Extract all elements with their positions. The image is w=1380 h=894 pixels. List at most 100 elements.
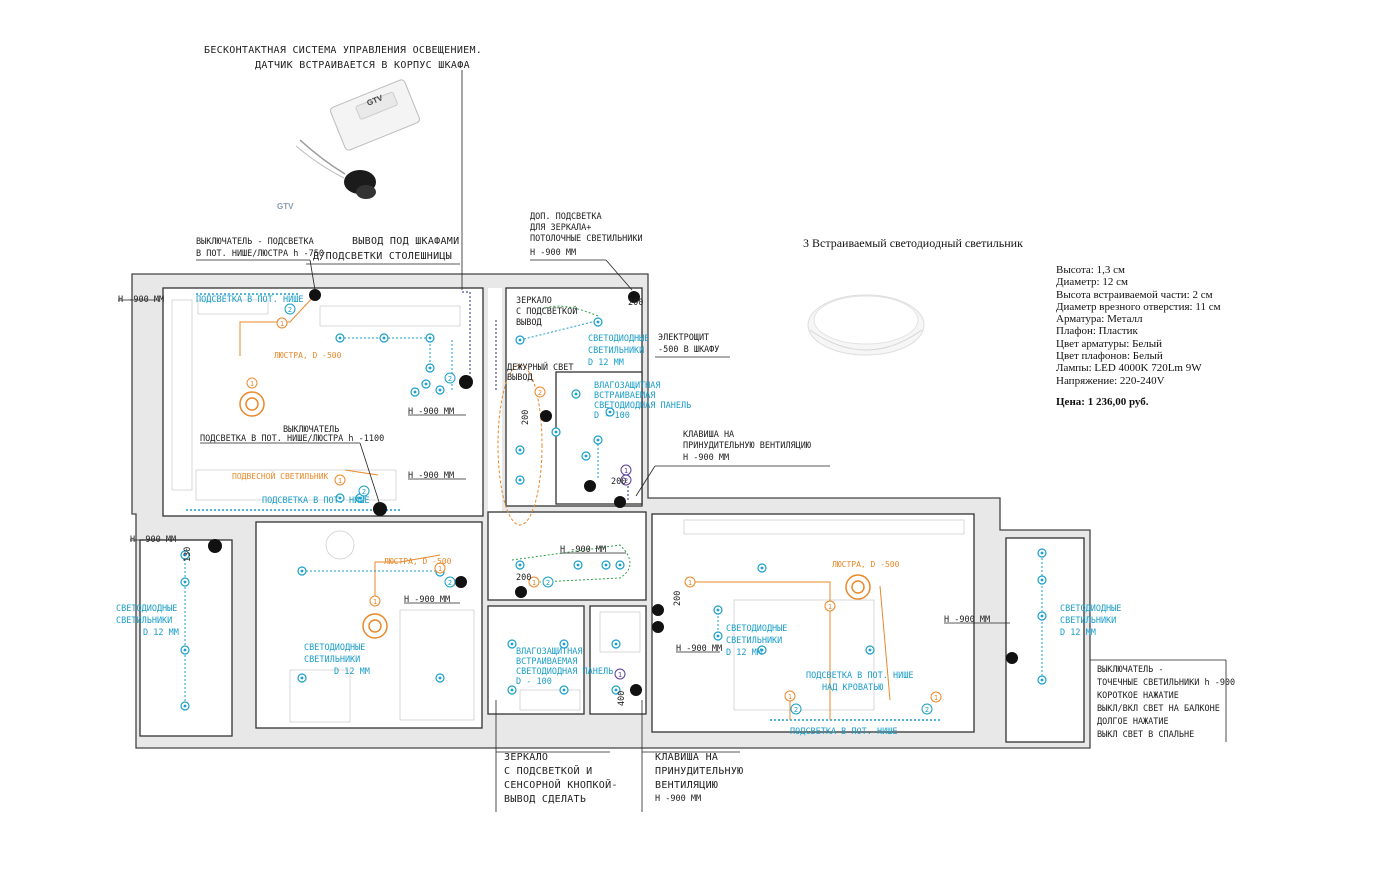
h900-balcony-left: H -900-ММ <box>130 535 176 545</box>
moist-bottom-l2: ВСТРАИВАЕМАЯ <box>516 657 577 667</box>
dim-200-b: 200 <box>521 410 531 425</box>
led-spot-icon <box>571 389 581 399</box>
led-bed-d: D 12 ММ <box>726 648 762 658</box>
led-spot-icon <box>180 701 190 711</box>
led-spot-icon <box>1037 611 1047 621</box>
led-spot-icon <box>757 645 767 655</box>
dim-200-a: 200 <box>628 298 643 308</box>
led-spot-icon <box>335 493 345 503</box>
mirror-top-l2: ДЛЯ ЗЕРКАЛА+ <box>530 223 591 233</box>
sensor-note-line2: ДАТЧИК ВСТРАИВАЕТСЯ В КОРПУС ШКАФА <box>255 60 470 71</box>
svg-text:1: 1 <box>280 320 284 328</box>
svg-text:1: 1 <box>438 565 442 573</box>
svg-text:2: 2 <box>288 306 292 314</box>
led-spot-icon <box>425 333 435 343</box>
spec-line: Цвет арматуры: Белый <box>1056 337 1163 350</box>
balcony-sw-l3: КОРОТКОЕ НАЖАТИЕ <box>1097 691 1179 701</box>
switch-kitchen-l2: ПОДСВЕТКА В ПОТ. НИШЕ/ЛЮСТРА h -1100 <box>200 434 384 444</box>
mirror-top-l4: H -900 ММ <box>530 248 576 258</box>
moist-top-l1: ВЛАГОЗАЩИТНАЯ <box>594 381 661 391</box>
chandelier-bedroom-label: ЛЮСТРА, D -500 <box>832 560 900 569</box>
led-kids-d: D 12 ММ <box>334 667 370 677</box>
h900-bedroom: H -900 ММ <box>676 644 722 654</box>
duty-l2: ВЫВОД <box>507 373 533 383</box>
cabinet-out-l2: Д/ПОДСВЕТКИ СТОЛЕШНИЦЫ <box>313 251 452 262</box>
panel-l2: -500 В ШКАФУ <box>658 345 719 355</box>
vent-bottom-l1: КЛАВИША НА <box>655 752 718 763</box>
led-spot-icon <box>611 685 621 695</box>
mirror-bottom-l2: С ПОДСВЕТКОЙ И <box>504 764 593 777</box>
chandelier-kids-label: ЛЮСТРА, D -500 <box>384 557 452 566</box>
led-spot-icon <box>335 333 345 343</box>
svg-text:2: 2 <box>624 477 628 485</box>
spec-line: Диаметр: 12 см <box>1056 276 1128 289</box>
downlight-photo <box>807 294 925 356</box>
moist-top-d: D - 100 <box>594 411 630 421</box>
furniture-sketch <box>171 299 965 723</box>
led-spot-icon <box>559 685 569 695</box>
svg-text:2: 2 <box>794 706 798 714</box>
led-balcony-r-l1: СВЕТОДИОДНЫЕ <box>1060 604 1121 614</box>
led-spot-icon <box>297 566 307 576</box>
svg-text:1: 1 <box>624 467 628 475</box>
svg-text:1: 1 <box>688 579 692 587</box>
led-balcony-l-d: D 12 ММ <box>143 628 179 638</box>
balcony-sw-l2: ТОЧЕЧНЫЕ СВЕТИЛЬНИКИ h -900 <box>1097 678 1235 688</box>
markers-violet <box>614 464 632 680</box>
dim-200-c: 200 <box>611 477 626 487</box>
led-balcony-r-d: D 12 ММ <box>1060 628 1096 638</box>
led-spot-icon <box>615 560 625 570</box>
dim-200-d: 200 <box>516 573 531 583</box>
cabinet-out-l1: ВЫВОД ПОД ШКАФАМИ <box>352 236 459 247</box>
led-spot-icon <box>507 639 517 649</box>
vent-bottom-l2: ПРИНУДИТЕЛЬНУЮ <box>655 766 744 777</box>
moist-bottom-l3: СВЕТОДИОДНАЯ ПАНЕЛЬ <box>516 667 613 677</box>
spec-line: Цвет плафонов: Белый <box>1056 350 1163 363</box>
spec-line: Диаметр врезного отверстия: 11 см <box>1056 300 1221 313</box>
vent-bottom-l3: ВЕНТИЛЯЦИЮ <box>655 780 718 791</box>
h900-kids: H -900 ММ <box>404 595 450 605</box>
switch-kitchen-l1: ВЫКЛЮЧАТЕЛЬ <box>283 425 339 435</box>
led-kids-l2: СВЕТИЛЬНИКИ <box>304 655 360 665</box>
balcony-sw-l5: ДОЛГОЕ НАЖАТИЕ <box>1097 717 1169 727</box>
mirror-bottom-l1: ЗЕРКАЛО <box>504 752 548 763</box>
moist-top-l2: ВСТРАИВАЕМАЯ <box>594 391 655 401</box>
markers-1 <box>246 317 942 703</box>
led-spot-icon <box>515 560 525 570</box>
h900-corridor: H -900 ММ <box>560 545 606 555</box>
led-spot-icon <box>435 385 445 395</box>
h900-kitchen-a: H -900 ММ <box>408 407 454 417</box>
balcony-sw-l4: ВЫКЛ/ВКЛ СВЕТ НА БАЛКОНЕ <box>1097 704 1220 714</box>
product-title: 3 Встраиваемый светодиодный светильник <box>803 236 1023 250</box>
mirror-top-l1: ДОП. ПОДСВЕТКА <box>530 212 602 222</box>
led-spot-icon <box>573 560 583 570</box>
switch-niche-l1: ВЫКЛЮЧАТЕЛЬ - ПОДСВЕТКА <box>196 237 314 247</box>
spec-line: Арматура: Металл <box>1056 313 1143 326</box>
led-spot-icon <box>515 445 525 455</box>
spec-line: Напряжение: 220-240V <box>1056 374 1165 387</box>
markers-2 <box>284 303 933 715</box>
vent-top-l2: ПРИНУДИТЕЛЬНУЮ ВЕНТИЛЯЦИЮ <box>683 441 811 451</box>
spec-line: Высота: 1,3 см <box>1056 264 1125 276</box>
led-spot-icon <box>421 379 431 389</box>
spec-line: Плафон: Пластик <box>1056 325 1138 338</box>
switches <box>208 289 1018 696</box>
svg-text:1: 1 <box>828 603 832 611</box>
led-balcony-r-l2: СВЕТИЛЬНИКИ <box>1060 616 1116 626</box>
moist-bottom-d: D - 100 <box>516 677 552 687</box>
niche-light-kitchen-bottom: ПОДСВЕТКА В ПОТ. НИШЕ <box>262 496 369 506</box>
niche-bed-l2: НАД КРОВАТЬЮ <box>822 683 883 693</box>
sensor-brand: GTV <box>277 202 294 211</box>
spec-line: Лампы: LED 4000K 720Lm 9W <box>1056 362 1202 375</box>
mirror-bottom-l3: СЕНСОРНОЙ КНОПКОЙ- <box>504 778 618 791</box>
svg-text:1: 1 <box>250 380 254 388</box>
led-spot-icon <box>559 639 569 649</box>
sensor-device-photo: GTV <box>295 79 420 199</box>
chandelier-kitchen <box>239 391 265 417</box>
chandelier-kitchen-label: ЛЮСТРА, D -500 <box>274 351 342 360</box>
h900-kitchen-left: H -900 ММ <box>118 295 164 305</box>
led-spot-icon <box>515 475 525 485</box>
marker-numbers: 1 1 1 1 1 1 1 1 1 1 2 2 2 2 2 2 2 2 1 2 … <box>250 306 938 714</box>
